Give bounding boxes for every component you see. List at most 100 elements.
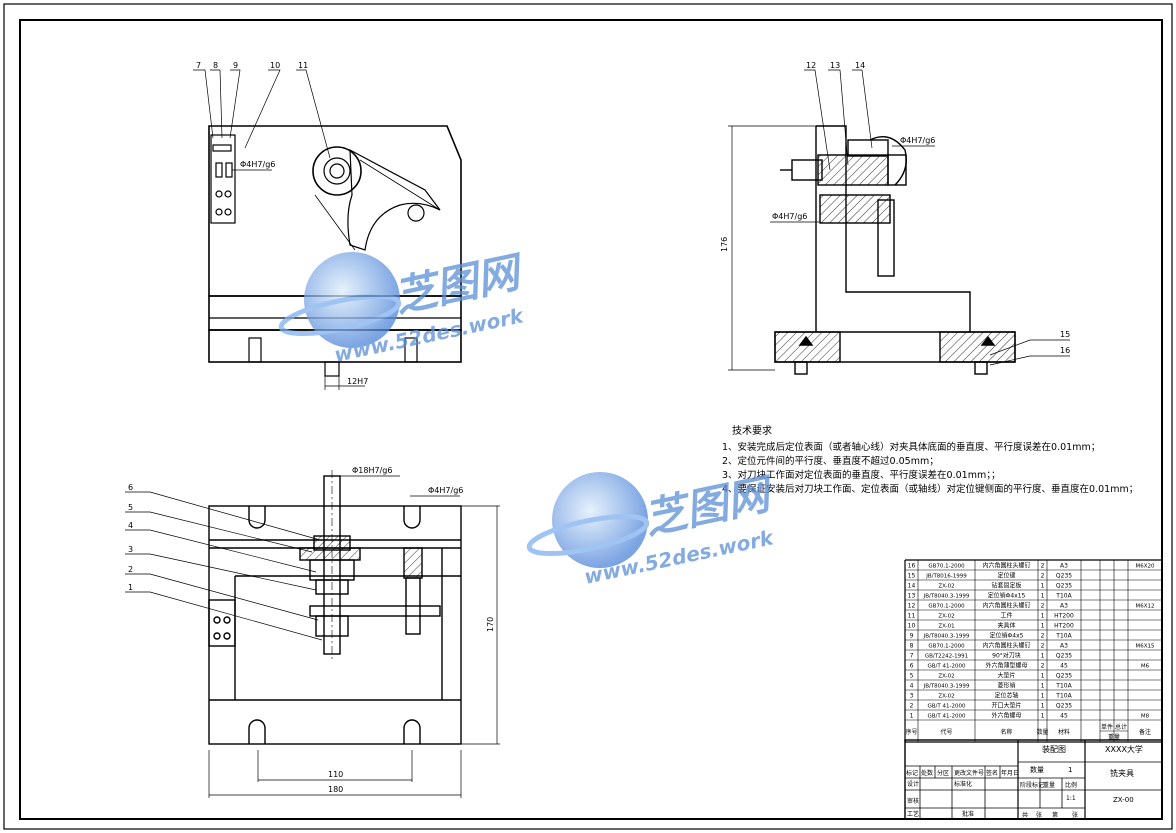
bom-row-qty: 1 <box>1041 623 1045 630</box>
tb-scale-value: 1:1 <box>1066 795 1076 802</box>
bom-row-code: GB/T 41-2000 <box>928 664 966 670</box>
top-fit-center: Φ18H7/g6 <box>352 466 392 475</box>
bom-row-no: 5 <box>910 673 914 680</box>
bom-row-qty: 1 <box>1041 583 1045 590</box>
top-view <box>125 470 500 798</box>
bom-row-note: M6X15 <box>1135 644 1155 650</box>
bom-row-note: M6X20 <box>1135 564 1155 570</box>
bom-row-material: A3 <box>1060 603 1068 610</box>
top-fit-right: Φ4H7/g6 <box>428 486 463 495</box>
tb-school: XXXX大学 <box>1105 744 1143 754</box>
bom-row-name: 内六角圆柱头螺钉 <box>982 562 1030 570</box>
balloon-10: 10 <box>270 61 280 70</box>
bom-row-no: 3 <box>910 693 914 700</box>
bom-row-material: Q235 <box>1056 583 1072 590</box>
bom-row-no: 1 <box>910 713 914 720</box>
bom-row-no: 10 <box>908 623 916 630</box>
bom-header-unit-weight: 单件 <box>1101 723 1113 731</box>
bom-row-qty: 1 <box>1041 613 1045 620</box>
bom-row-no: 4 <box>910 683 914 690</box>
side-fit-mid: Φ4H7/g6 <box>772 212 807 221</box>
bom-row-name: 定位键 <box>997 572 1015 580</box>
balloon-2: 2 <box>128 565 133 574</box>
tech-title: 技术要求 <box>732 424 772 437</box>
front-slot-label: 12H7 <box>347 377 368 386</box>
bom-row-name: 内六角圆柱头螺钉 <box>982 642 1030 650</box>
balloon-9: 9 <box>233 61 238 70</box>
bom-row-material: T10A <box>1055 593 1072 600</box>
bom-row-name: 定位销Φ4x15 <box>988 592 1026 600</box>
balloon-4: 4 <box>128 521 133 530</box>
title-block <box>904 739 1163 820</box>
front-fit-label: Φ4H7/g6 <box>240 160 275 169</box>
tb-sheet-0: 共 <box>1022 811 1028 819</box>
bom-row-material: Q235 <box>1056 573 1072 580</box>
bom-row-name: 定位芯轴 <box>994 692 1018 700</box>
bom-row-qty: 1 <box>1041 653 1045 660</box>
balloon-8: 8 <box>213 61 218 70</box>
bom-row-qty: 1 <box>1041 693 1045 700</box>
bom-row-note: M8 <box>1141 714 1150 720</box>
tb-role-process: 工艺 <box>907 810 919 818</box>
balloon-1: 1 <box>128 583 133 592</box>
bom-row-qty: 1 <box>1041 593 1045 600</box>
bom-row-no: 7 <box>910 653 914 660</box>
bom-header-material: 材料 <box>1058 728 1070 736</box>
bom-row-name: 外六角螺母 <box>991 712 1021 720</box>
tb-role-approve: 批准 <box>962 810 974 818</box>
bom-row-material: HT200 <box>1054 613 1074 620</box>
watermark-1: 芝图网 www.52des.work <box>278 246 529 367</box>
bom-row-code: GB70.1-2000 <box>928 644 965 650</box>
top-height-dim: 170 <box>486 617 495 632</box>
balloon-3: 3 <box>128 545 133 554</box>
tb-role-check: 审核 <box>907 797 919 805</box>
top-width-inner: 110 <box>328 770 343 779</box>
balloon-16: 16 <box>1060 346 1070 355</box>
bom-row-note: M6X12 <box>1135 604 1154 610</box>
balloon-14: 14 <box>855 61 865 70</box>
bom-row-name: 外六角薄型螺母 <box>985 662 1027 670</box>
bom-row-material: A3 <box>1060 643 1068 650</box>
bom-row-code: GB70.1-2000 <box>928 604 965 610</box>
bom-header-no: 序号 <box>905 728 917 736</box>
tb-stage-label: 阶段标记 <box>1020 781 1044 789</box>
bom-row-name: 开口大垫片 <box>991 702 1021 710</box>
bom-row-name: 90°对刀块 <box>992 652 1021 660</box>
bom-row-name: 大垫片 <box>997 672 1015 680</box>
balloon-15: 15 <box>1060 330 1070 339</box>
bom-row-no: 16 <box>908 563 916 570</box>
tb-drawing-type: 装配图 <box>1042 744 1066 754</box>
bom-row-code: GB70.1-2000 <box>928 564 965 570</box>
bom-row-name: 夹具体 <box>997 622 1015 630</box>
top-width-outer: 180 <box>328 785 343 794</box>
bom-row-no: 13 <box>908 593 916 600</box>
side-view <box>728 69 1070 375</box>
bom-row-code: GB/T2242-1991 <box>925 654 968 660</box>
tb-sheet-1: 张 <box>1036 811 1042 819</box>
bom-row-code: JB/T8016-1999 <box>925 574 967 580</box>
tb-sheet-2: 第 <box>1052 811 1058 819</box>
bom-row-name: 内六角圆柱头螺钉 <box>982 602 1030 610</box>
bom-row-qty: 2 <box>1041 663 1045 670</box>
tb-role-std: 标准化 <box>954 780 972 788</box>
bom-row-qty: 2 <box>1041 573 1045 580</box>
tb-sheet-3: 张 <box>1072 811 1078 819</box>
bom-row-code: JB/T8040.3-1999 <box>923 634 970 640</box>
bom-row-qty: 1 <box>1041 673 1045 680</box>
watermark-2: 芝图网 www.52des.work <box>526 468 779 589</box>
bom-row-material: Q235 <box>1056 653 1072 660</box>
bom-row-qty: 1 <box>1041 713 1045 720</box>
bom-header-name: 名称 <box>1000 728 1012 736</box>
bom-row-code: GB/T 41-2000 <box>928 714 966 720</box>
bom-row-qty: 2 <box>1041 563 1045 570</box>
tb-rev-4: 签名 <box>986 769 998 777</box>
balloon-7: 7 <box>196 61 201 70</box>
side-fit-top: Φ4H7/g6 <box>900 136 935 145</box>
tech-item-2: 2、定位元件间的平行度、垂直度不超过0.05mm； <box>722 455 939 467</box>
bom-row-no: 12 <box>908 603 916 610</box>
bom-row-code: ZX-02 <box>938 694 954 700</box>
bom-row-name: 定位销Φ4x5 <box>990 632 1024 640</box>
bom-row-qty: 2 <box>1041 633 1045 640</box>
